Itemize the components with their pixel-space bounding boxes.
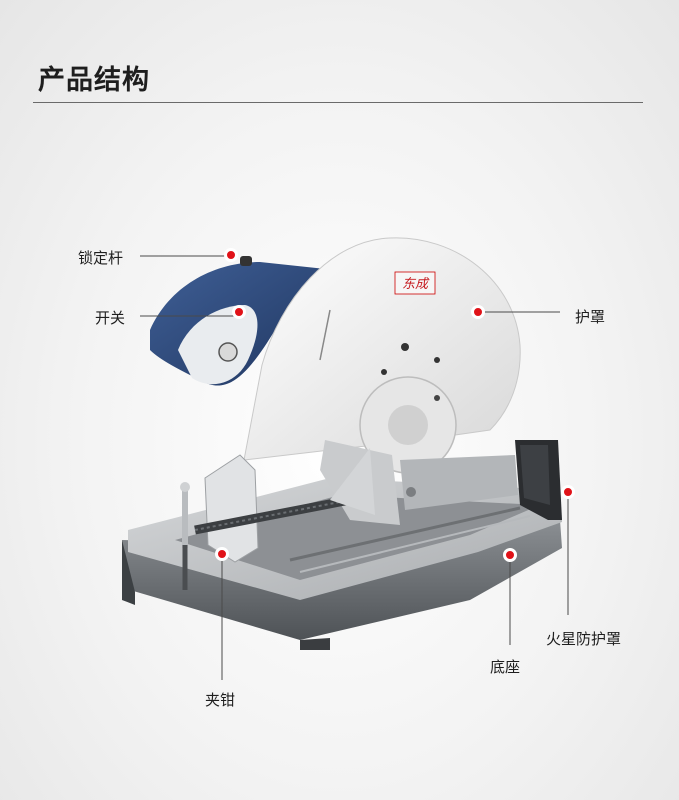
label-lock-lever: 锁定杆	[78, 249, 124, 267]
label-spark-guard: 火星防护罩	[546, 630, 622, 648]
brand-logo-text: 东成	[402, 277, 430, 292]
clamp-part	[180, 448, 375, 590]
marker-base	[503, 548, 517, 562]
marker-clamp	[215, 547, 229, 561]
page-title: 产品结构	[38, 65, 150, 96]
marker-guard	[471, 305, 485, 319]
title-divider	[33, 102, 643, 103]
motor-handle	[150, 256, 335, 386]
label-switch: 开关	[95, 309, 126, 327]
leader-lines	[140, 255, 569, 680]
marker-switch	[232, 305, 246, 319]
callout-markers	[215, 248, 575, 562]
marker-spark-guard	[561, 485, 575, 499]
label-base: 底座	[490, 658, 521, 676]
marker-lock-lever	[224, 248, 238, 262]
label-guard: 护罩	[575, 308, 606, 326]
spark-guard-part	[515, 440, 562, 520]
blade-hub	[359, 376, 457, 474]
label-clamp: 夹钳	[205, 691, 236, 709]
